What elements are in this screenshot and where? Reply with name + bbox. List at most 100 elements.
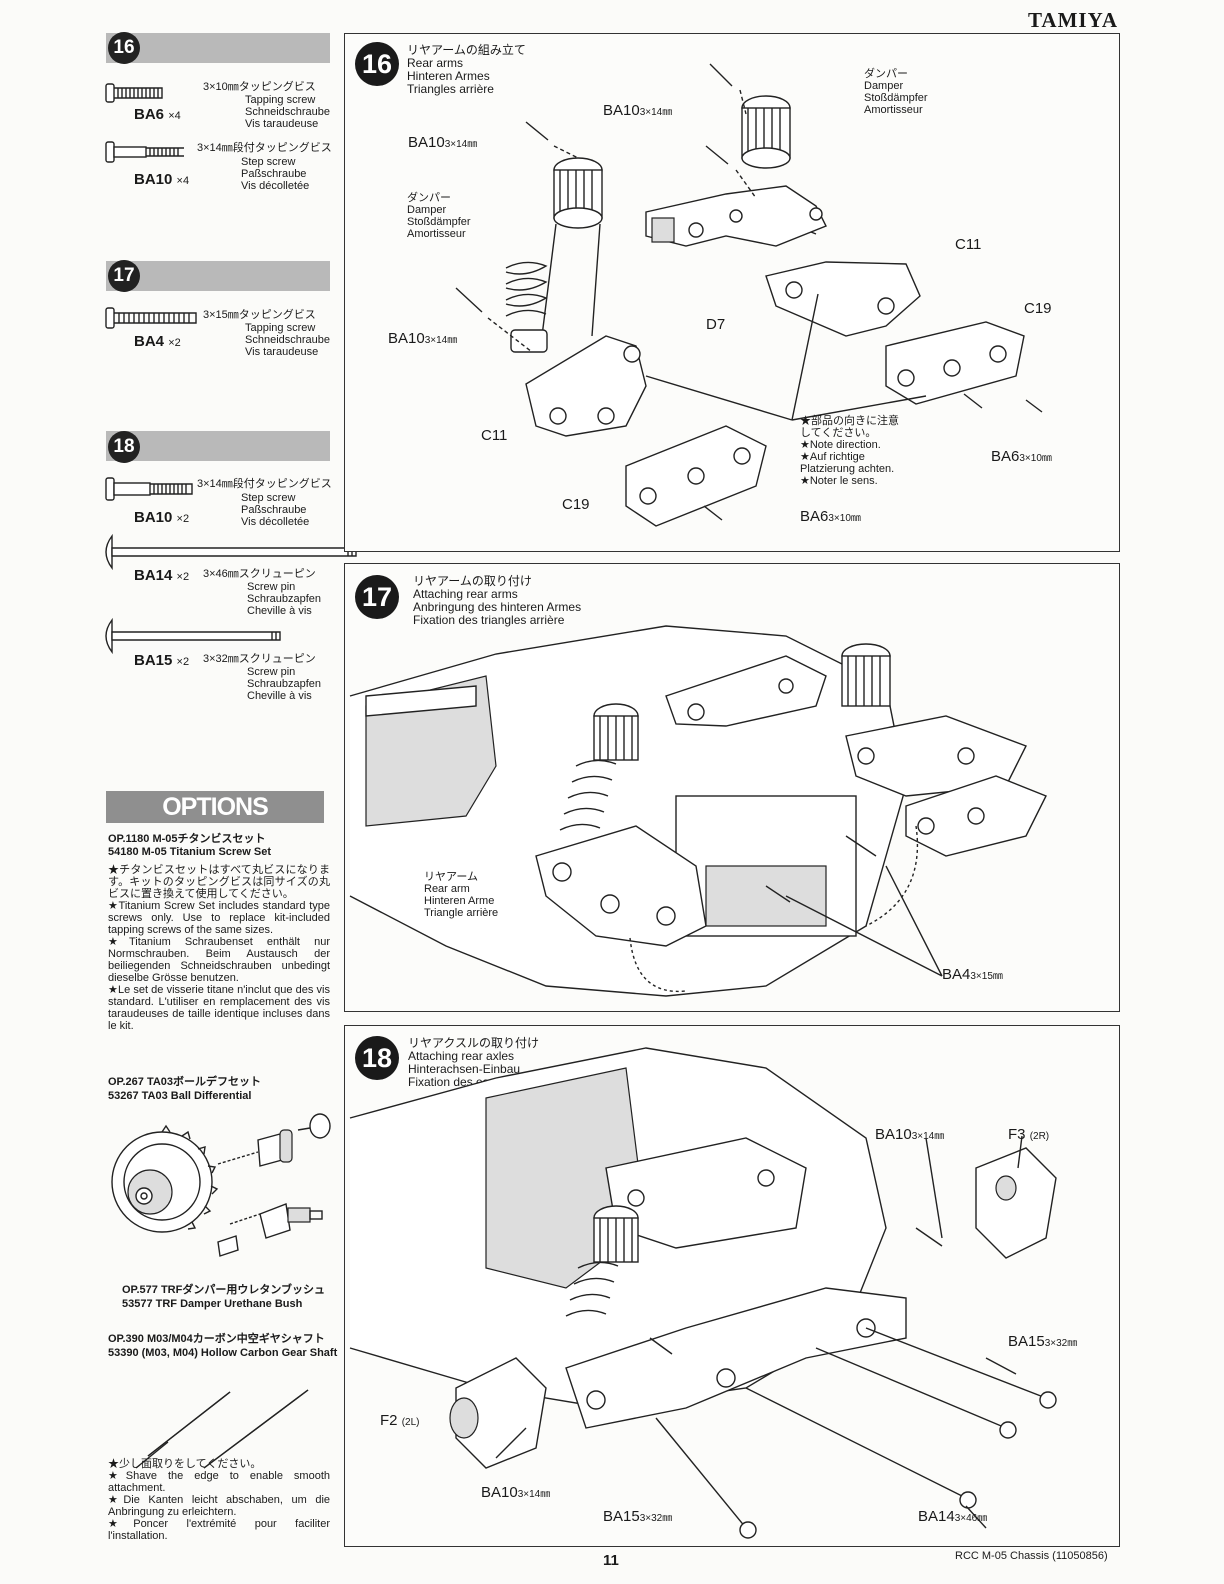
label-ba10-c: BA103×14㎜ <box>388 330 457 347</box>
label-ba10-18a-code: BA10 <box>875 1126 912 1143</box>
option-4-note: ★少し面取りをしてください。 ★Shave the edge to enable… <box>108 1458 330 1542</box>
label-ba15-right-size: 3×32㎜ <box>1044 1338 1078 1349</box>
label-ba6-right-size: 3×10㎜ <box>1019 453 1052 464</box>
label-ba4: BA43×15㎜ <box>942 966 1003 983</box>
option-3-en: 53577 TRF Damper Urethane Bush <box>122 1298 303 1310</box>
label-ba6-bottom-code: BA6 <box>800 508 829 525</box>
step-16-badge: 16 <box>108 32 140 64</box>
label-ba15-right: BA153×32㎜ <box>1008 1333 1077 1350</box>
label-ba15-bottom-size: 3×32㎜ <box>639 1513 673 1524</box>
screw-ba4-code: BA4 ×2 <box>134 333 181 350</box>
screw-ba4-qty: ×2 <box>168 337 181 349</box>
label-ba15-bottom-code: BA15 <box>603 1508 640 1525</box>
label-ba10-b: BA103×14㎜ <box>408 134 477 151</box>
label-ba6-bottom-size: 3×10㎜ <box>828 513 861 524</box>
label-ba10-18a: BA103×14㎜ <box>875 1126 944 1143</box>
step-18-number: 18 <box>355 1036 399 1080</box>
screw-ba10b-name: BA10 <box>134 509 173 526</box>
option-1-jp: OP.1180 M-05チタンビスセット <box>108 833 266 845</box>
screw-ba10b-desc: Step screw Paßschraube Vis décolletée <box>241 492 310 528</box>
label-d7: D7 <box>706 316 726 333</box>
step-16-damper-left-label: ダンパー Damper Stoßdämpfer Amortisseur <box>407 192 471 240</box>
step-17-badge: 17 <box>108 260 140 292</box>
ball-differential-illustration <box>111 1113 331 1257</box>
option-4-jp: OP.390 M03/M04カーボン中空ギヤシャフト <box>108 1333 325 1345</box>
label-c19-left: C19 <box>562 496 590 513</box>
label-ba10-b-size: 3×14㎜ <box>444 139 478 150</box>
label-ba4-size: 3×15㎜ <box>970 971 1003 982</box>
screw-ba4-desc: Tapping screw Schneidschraube Vis taraud… <box>245 322 331 358</box>
screw-ba10-name: BA10 <box>134 171 173 188</box>
label-ba10-18b: BA103×14㎜ <box>481 1484 550 1501</box>
step-16-diagram <box>455 63 1043 527</box>
screw-ba14-size: 3×46㎜スクリューピン <box>203 568 316 580</box>
page-number: 11 <box>603 1552 619 1569</box>
label-f2-qty: (2L) <box>401 1417 420 1428</box>
screw-ba15-name: BA15 <box>134 652 173 669</box>
option-1-en: 54180 M-05 Titanium Screw Set <box>108 846 272 858</box>
label-ba10-a-size: 3×14㎜ <box>639 107 673 118</box>
screw-ba6-desc: Tapping screw Schneidschraube Vis taraud… <box>245 94 331 130</box>
label-f2: F2 (2L) <box>380 1412 419 1429</box>
label-f2-code: F2 <box>380 1412 398 1429</box>
step-16-number: 16 <box>355 42 399 86</box>
screw-ba14-desc: Screw pin Schraubzapfen Cheville à vis <box>247 581 321 617</box>
label-f3-code: F3 <box>1008 1126 1026 1143</box>
option-4-en: 53390 (M03, M04) Hollow Carbon Gear Shaf… <box>108 1347 338 1359</box>
label-c19-right: C19 <box>1024 300 1052 317</box>
step-16-header-bar <box>106 33 330 63</box>
label-ba14-code: BA14 <box>918 1508 955 1525</box>
step-17-diagram <box>349 625 1047 997</box>
label-ba10-18a-size: 3×14㎜ <box>911 1131 945 1142</box>
label-c11-left: C11 <box>481 427 508 444</box>
screw-ba10-desc: Step screw Paßschraube Vis décolletée <box>241 156 310 192</box>
label-ba6-right-code: BA6 <box>991 448 1020 465</box>
gear-shaft-illustration <box>135 1389 309 1469</box>
screw-ba6-name: BA6 <box>134 106 165 123</box>
option-1-note: ★チタンビスセットはすべて丸ビスになります。キットのタッピングビスは同サイズの丸… <box>108 864 330 1032</box>
screw-ba6-code: BA6 ×4 <box>134 106 181 123</box>
screw-icons-18 <box>105 477 357 655</box>
label-c11-right: C11 <box>955 236 982 253</box>
label-ba10-b-code: BA10 <box>408 134 445 151</box>
option-2-jp: OP.267 TA03ボールデフセット <box>108 1076 262 1088</box>
step-18-header-bar <box>106 431 330 461</box>
options-title: OPTIONS <box>106 791 324 823</box>
label-ba4-code: BA4 <box>942 966 971 983</box>
label-ba14-size: 3×46㎜ <box>954 1513 988 1524</box>
screw-ba10-qty: ×4 <box>176 175 190 187</box>
screw-ba15-size: 3×32㎜スクリューピン <box>203 653 316 665</box>
label-ba10-c-size: 3×14㎜ <box>424 335 458 346</box>
screw-ba10b-size: 3×14㎜段付タッピングビス <box>197 478 332 490</box>
screw-ba10-size: 3×14㎜段付タッピングビス <box>197 142 332 154</box>
screw-ba15-desc: Screw pin Schraubzapfen Cheville à vis <box>247 666 321 702</box>
label-ba15-bottom: BA153×32㎜ <box>603 1508 672 1525</box>
screw-ba14-code: BA14 ×2 <box>134 567 189 584</box>
label-ba6-right: BA63×10㎜ <box>991 448 1052 465</box>
step-16-direction-note: ★部品の向きに注意 してください。 ★Note direction. ★Auf … <box>800 415 899 487</box>
label-ba10-a-code: BA10 <box>603 102 640 119</box>
screw-ba6-qty: ×4 <box>168 110 181 122</box>
option-2-en: 53267 TA03 Ball Differential <box>108 1090 252 1102</box>
screw-icon-ba4 <box>105 307 197 329</box>
screw-ba14-name: BA14 <box>134 567 173 584</box>
step-18-diagram <box>349 1047 1057 1539</box>
screw-ba6-size: 3×10㎜タッピングビス <box>203 81 316 93</box>
screw-ba4-size: 3×15㎜タッピングビス <box>203 309 316 321</box>
label-ba10-18b-size: 3×14㎜ <box>517 1489 551 1500</box>
screw-ba10b-code: BA10 ×2 <box>134 509 189 526</box>
step-16-title: リヤアームの組み立て Rear arms Hinteren Armes Tria… <box>407 43 526 96</box>
step-16-damper-top-label: ダンパー Damper Stoßdämpfer Amortisseur <box>864 68 928 116</box>
screw-ba10b-qty: ×2 <box>176 513 190 525</box>
step-18-badge: 18 <box>108 431 140 463</box>
screw-ba4-name: BA4 <box>134 333 165 350</box>
label-ba10-c-code: BA10 <box>388 330 425 347</box>
label-ba10-18b-code: BA10 <box>481 1484 518 1501</box>
screw-icons-16 <box>105 83 184 163</box>
screw-ba15-code: BA15 ×2 <box>134 652 189 669</box>
step-17-title: リヤアームの取り付け Attaching rear arms Anbringun… <box>413 574 582 627</box>
label-f3: F3 (2R) <box>1008 1126 1049 1143</box>
label-ba6-bottom: BA63×10㎜ <box>800 508 861 525</box>
brand-logo: TAMIYA <box>1027 8 1118 32</box>
footer-model: RCC M-05 Chassis (11050856) <box>955 1550 1108 1562</box>
